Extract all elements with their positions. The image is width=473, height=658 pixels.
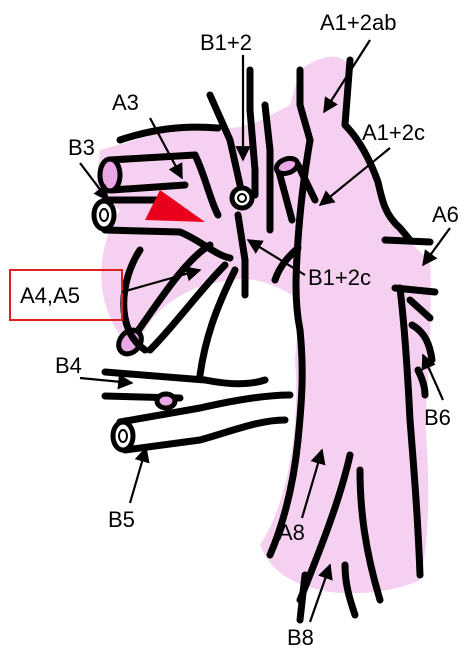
arrow-b4 [80,378,132,383]
label-b3: B3 [68,135,95,160]
label-a1-2ab: A1+2ab [320,10,396,35]
label-a6: A6 [432,202,459,227]
label-b1-2: B1+2 [200,30,252,55]
label-a8: A8 [278,520,305,545]
label-b5: B5 [108,507,135,532]
label-a1-2c: A1+2c [362,120,425,145]
b5-bronchus [113,395,290,450]
arrow-b5 [130,448,146,503]
label-a4-a5: A4,A5 [20,283,80,308]
label-b8: B8 [287,625,314,650]
label-b4: B4 [55,353,82,378]
arrow-a6 [423,228,450,265]
label-b6: B6 [424,405,451,430]
label-b1-2c: B1+2c [308,265,371,290]
label-a3: A3 [112,90,139,115]
